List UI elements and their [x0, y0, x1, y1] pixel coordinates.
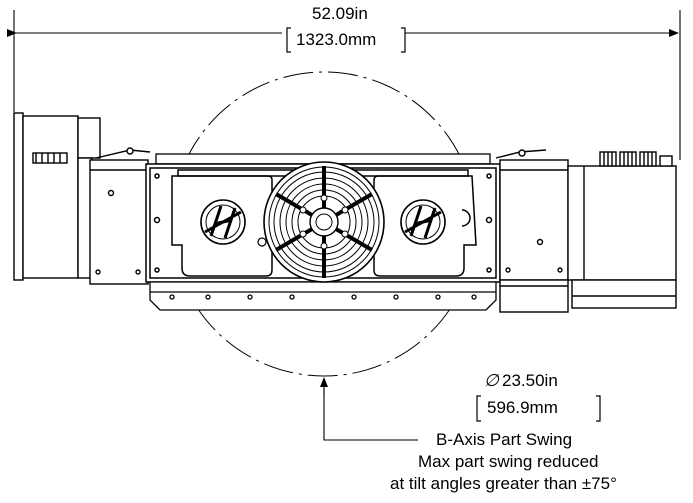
left-trunnion-block — [89, 147, 151, 285]
swing-diameter-imperial: 23.50in — [502, 371, 558, 390]
callout-line2: at tilt angles greater than ±75° — [390, 474, 617, 493]
width-dimension-line — [7, 10, 681, 160]
right-motor-housing — [567, 151, 677, 309]
swing-leader — [320, 377, 418, 441]
metric-brackets — [286, 27, 601, 422]
callout-line1: Max part swing reduced — [418, 452, 599, 471]
callout-title: B-Axis Part Swing — [436, 430, 573, 449]
swing-diameter-metric: 596.9mm — [487, 398, 558, 417]
haas-logo-icon — [200, 199, 246, 245]
left-motor-housing — [13, 112, 101, 281]
right-trunnion-block — [495, 149, 569, 313]
swing-diameter-symbol: ∅ — [484, 371, 499, 390]
haas-logo-icon — [400, 199, 446, 245]
overall-width-imperial: 52.09in — [312, 4, 368, 23]
bottom-rail — [149, 281, 497, 311]
fan-grille-icon — [263, 161, 385, 283]
overall-width-metric: 1323.0mm — [296, 30, 377, 49]
